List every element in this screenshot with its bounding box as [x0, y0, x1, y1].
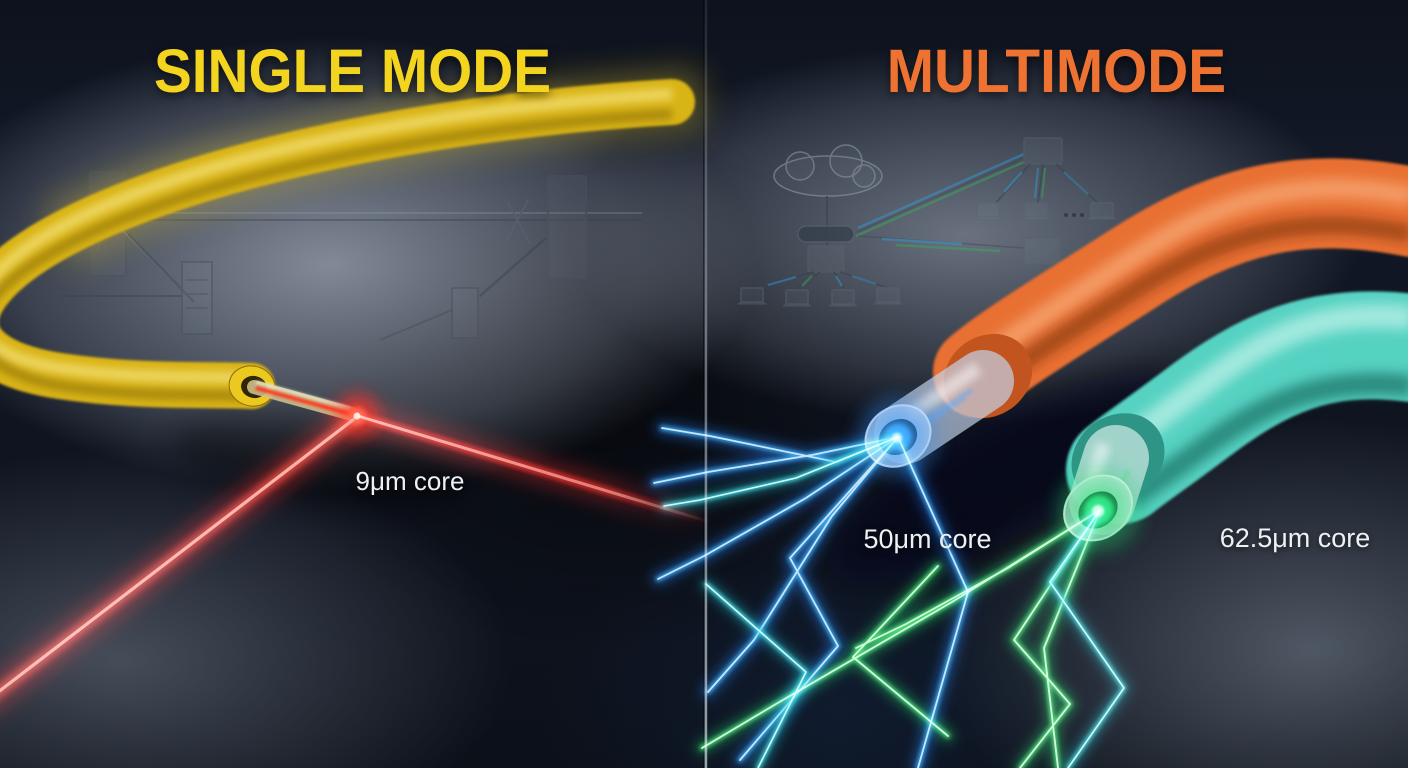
- laser-beam: [0, 402, 722, 709]
- cyan-light-rays: [1044, 504, 1130, 768]
- media-converter-icon: [181, 261, 213, 335]
- core-size-label-62um: 62.5μm core: [1219, 523, 1371, 553]
- teal-cable-62um: [1047, 291, 1408, 562]
- multimode-network-diagram: [737, 137, 1117, 307]
- core-size-label-50um: 50μm core: [863, 524, 992, 554]
- single-mode-title: SINGLE MODE: [0, 36, 705, 106]
- multimode-title-text: MULTIMODE: [886, 37, 1227, 105]
- single-mode-title-text: SINGLE MODE: [153, 37, 552, 105]
- media-converter-icon: [451, 287, 479, 339]
- multimode-title: MULTIMODE: [705, 36, 1408, 106]
- switch-icon: [807, 245, 845, 273]
- green-light-rays: [695, 503, 1130, 768]
- core-size-label-9um: 9μm core: [355, 466, 465, 496]
- cloud-icon: [773, 144, 883, 197]
- yellow-cable: [0, 71, 702, 436]
- switch-icon: [1023, 237, 1061, 265]
- cyan-light-rays: [658, 431, 904, 768]
- panel-divider-line: [704, 0, 708, 768]
- panel-divider: [703, 0, 705, 768]
- server-tower-icon: [547, 175, 587, 279]
